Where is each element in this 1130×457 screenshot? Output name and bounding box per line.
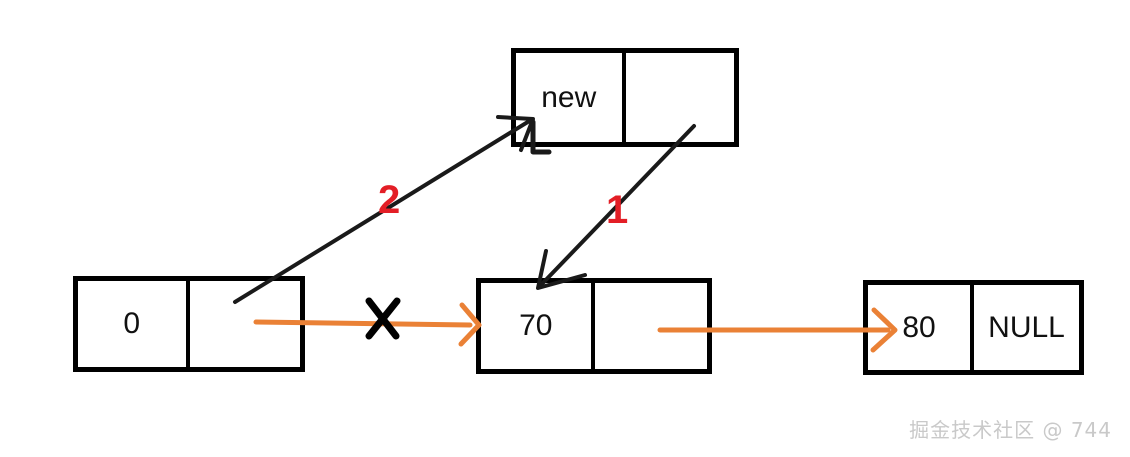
head-node-next-cell <box>190 281 301 367</box>
new-node-value-cell: new <box>516 53 626 142</box>
node-80-next-cell: NULL <box>974 285 1079 370</box>
node-80-value-cell: 80 <box>868 285 975 370</box>
head-node-value: 0 <box>123 307 141 340</box>
step-label-2: 2 <box>378 178 401 222</box>
new-node: new <box>511 48 739 147</box>
step-label-1: 1 <box>606 188 629 232</box>
node-70-next-cell <box>595 283 708 369</box>
head-node-value-cell: 0 <box>78 281 190 367</box>
node-80: 80 NULL <box>863 280 1084 375</box>
node-80-value: 80 <box>902 310 936 344</box>
node-70-value-cell: 70 <box>481 283 595 369</box>
watermark: 掘金技术社区 @ 744 <box>909 418 1112 442</box>
node-80-null: NULL <box>988 310 1065 344</box>
new-node-value: new <box>541 80 597 114</box>
new-node-next-cell <box>626 53 735 142</box>
node-70-value: 70 <box>519 309 553 342</box>
broken-link-x-mark <box>365 297 401 340</box>
head-node: 0 <box>73 276 305 372</box>
node-70: 70 <box>476 278 712 374</box>
